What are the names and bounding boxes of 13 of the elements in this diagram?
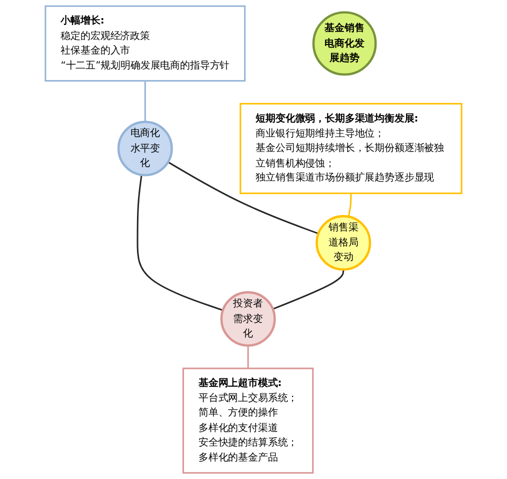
connector (272, 269, 344, 310)
node-circle: 投资者需求变化 (220, 291, 276, 347)
node-circle: 电商化水平变化 (117, 120, 173, 176)
node-circle: 销售渠道格局变动 (316, 215, 372, 271)
node-box: 基金网上超市模式: 平台式网上交易系统； 简单、方便的操作 多样化的支付渠道 安全快捷的结算系统； 多样化的基金产品 (182, 368, 314, 474)
node-box: 小幅增长: 稳定的宏观经济政策 社保基金的入市 “十二五”规划明确发展电商的指导方针 (44, 5, 246, 82)
node-box: 短期变化微弱，长期多渠道均衡发展: 商业银行短期维持主导地位； 基金公司短期持续增长，长期份额逐渐被独立销售机构侵蚀； 独立销售渠道市场份额扩展趋势逐步显现 (240, 102, 462, 194)
connector (247, 346, 249, 368)
connector (136, 174, 224, 311)
connector (168, 161, 319, 234)
connector (144, 80, 146, 122)
connector (348, 193, 352, 217)
node-circle: 基金销售电商化发展趋势 (312, 11, 377, 76)
